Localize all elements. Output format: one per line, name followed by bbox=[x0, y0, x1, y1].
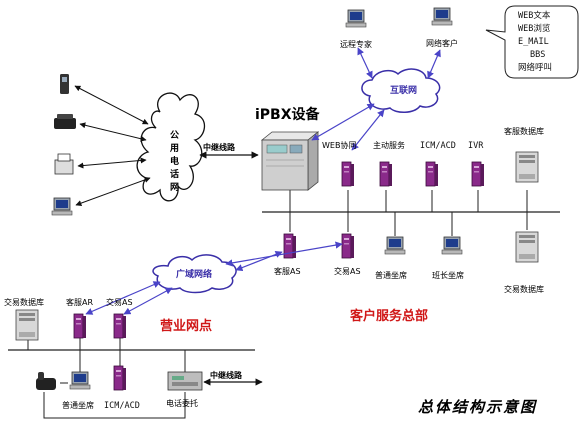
leader-seat-label: 班长坐席 bbox=[432, 270, 464, 280]
callout-line-3: E_MAIL bbox=[518, 37, 549, 47]
computer-icon bbox=[441, 236, 463, 255]
mobile-phone-icon bbox=[60, 74, 69, 94]
telephone-icon bbox=[36, 372, 56, 390]
pstn-char-1: 公 bbox=[170, 130, 179, 141]
server-icon bbox=[379, 161, 393, 187]
internet-cloud: 互联网 bbox=[361, 68, 441, 113]
trade-as-branch-label: 交易AS bbox=[106, 297, 133, 307]
server-icon bbox=[113, 313, 127, 339]
phone-entrust-label: 电话委托 bbox=[166, 398, 198, 408]
fax-machine-icon bbox=[54, 114, 76, 129]
callout-line-1: WEB文本 bbox=[518, 10, 551, 21]
printer-fax-icon bbox=[54, 153, 74, 175]
icm-acd-top-label: ICM/ACD bbox=[420, 141, 456, 151]
wan-label: 广域网络 bbox=[176, 268, 212, 280]
icm-acd-branch-label: ICM/ACD bbox=[104, 401, 140, 411]
database-server-icon bbox=[15, 309, 39, 341]
computer-icon bbox=[431, 7, 453, 26]
database-server-icon bbox=[515, 231, 539, 263]
server-icon bbox=[283, 233, 297, 259]
callout-line-5: 网络呼叫 bbox=[518, 62, 552, 73]
computer-icon bbox=[345, 9, 367, 28]
web-client-label: 网络客户 bbox=[426, 38, 458, 48]
pstn-char-4: 话 bbox=[170, 168, 179, 180]
ipbx-label: iPBX设备 bbox=[255, 106, 321, 123]
trunk-label-top: 中继线路 bbox=[203, 142, 236, 152]
server-icon bbox=[471, 161, 485, 187]
server-icon bbox=[341, 233, 355, 259]
computer-icon bbox=[69, 371, 91, 390]
normal-seat-center-label: 普通坐席 bbox=[375, 270, 407, 280]
trade-as-center-label: 交易AS bbox=[334, 266, 361, 276]
internet-label: 互联网 bbox=[390, 84, 417, 96]
ups-device-icon bbox=[167, 371, 203, 391]
hq-title: 客户服务总部 bbox=[350, 308, 428, 324]
outlet-title: 营业网点 bbox=[160, 318, 212, 334]
pstn-cloud: 公 用 电 话 网 bbox=[136, 92, 206, 202]
database-server-icon bbox=[515, 151, 539, 183]
pstn-char-5: 网 bbox=[170, 182, 179, 193]
server-icon bbox=[113, 365, 127, 391]
diagram-caption: 总体结构示意图 bbox=[418, 398, 538, 416]
computer-icon bbox=[51, 197, 73, 216]
cs-database-label: 客服数据库 bbox=[504, 126, 544, 136]
pstn-char-2: 用 bbox=[169, 143, 179, 154]
cs-ar-label: 客服AR bbox=[66, 297, 93, 307]
server-icon bbox=[341, 161, 355, 187]
server-icon bbox=[425, 161, 439, 187]
computer-icon bbox=[384, 236, 406, 255]
pstn-char-3: 电 bbox=[170, 155, 179, 167]
web-services-callout: WEB文本 WEB浏览 E_MAIL BBS 网络呼叫 bbox=[485, 5, 579, 79]
callout-line-4: BBS bbox=[530, 50, 545, 60]
trade-db-branch-label: 交易数据库 bbox=[4, 297, 44, 307]
ivr-label: IVR bbox=[468, 141, 484, 151]
cs-as-label: 客服AS bbox=[274, 266, 301, 276]
normal-seat-branch-label: 普通坐席 bbox=[62, 400, 94, 410]
callout-line-2: WEB浏览 bbox=[518, 23, 550, 34]
wan-cloud: 广域网络 bbox=[152, 254, 237, 294]
remote-expert-label: 远程专家 bbox=[340, 39, 372, 49]
server-icon bbox=[73, 313, 87, 339]
web-collab-label: WEB协同 bbox=[322, 140, 356, 150]
trade-db-center-label: 交易数据库 bbox=[504, 284, 544, 294]
trunk-label-bottom: 中继线路 bbox=[210, 370, 243, 380]
proactive-service-label: 主动服务 bbox=[373, 140, 405, 150]
pbx-cabinet-icon bbox=[260, 131, 320, 191]
